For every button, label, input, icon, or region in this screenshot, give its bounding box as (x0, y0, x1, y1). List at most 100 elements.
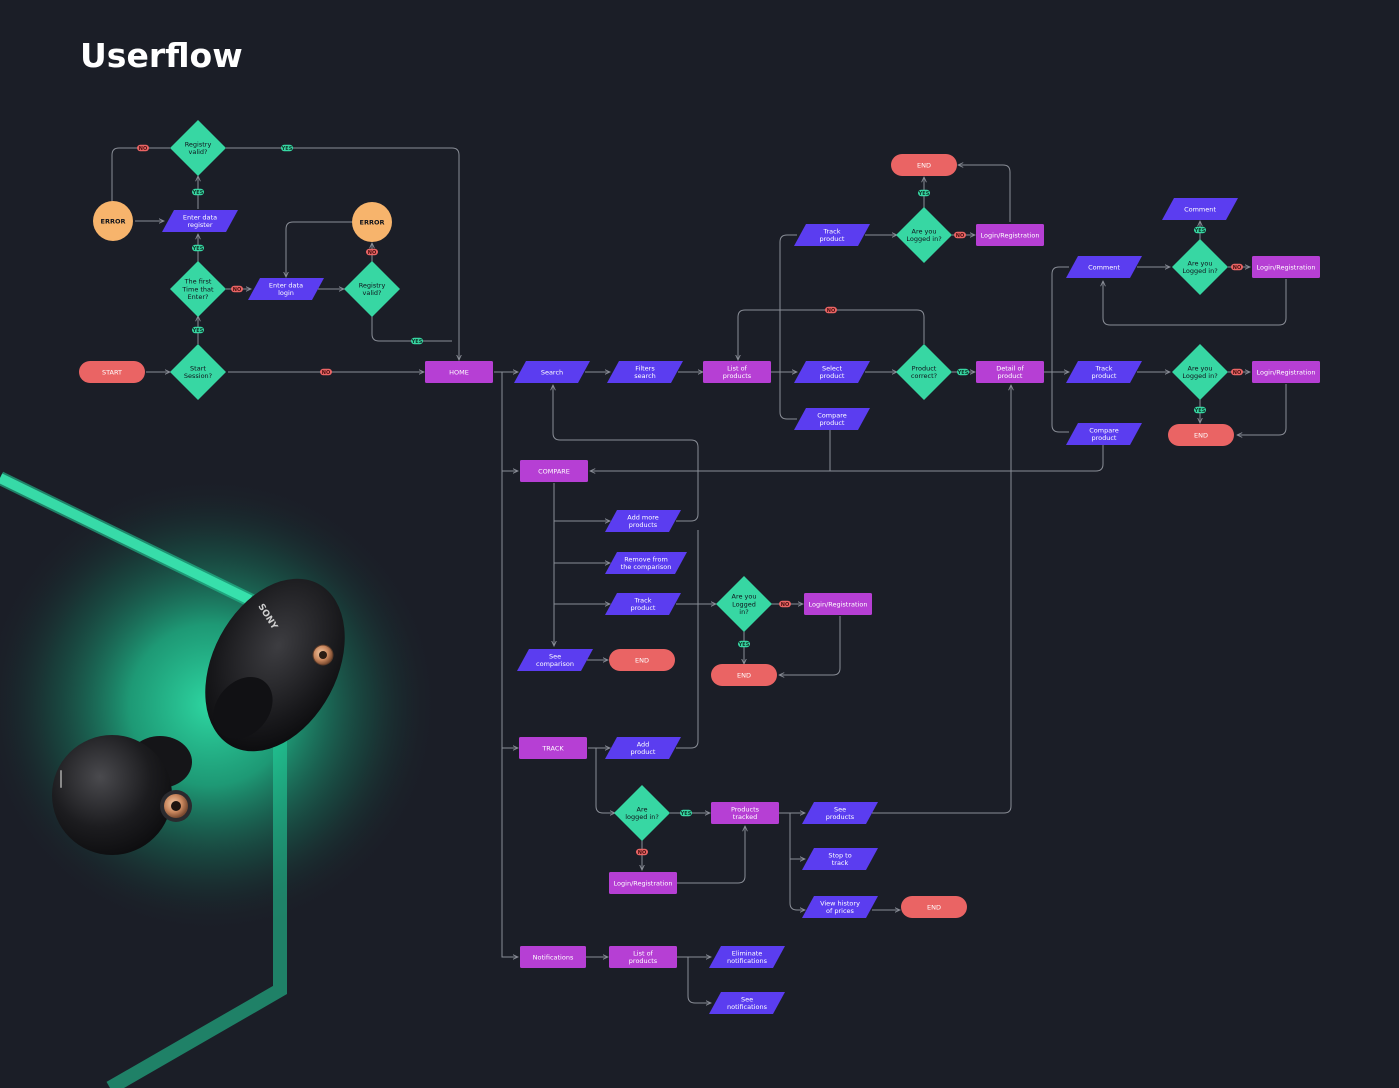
node-label: of prices (826, 907, 855, 915)
node-label: correct? (911, 372, 937, 380)
no-badge: NO (231, 285, 243, 293)
node-label: TRACK (541, 744, 564, 752)
yes-badge-label: YES (738, 642, 750, 648)
node-label: Filters (635, 365, 655, 373)
no-badge: NO (1231, 368, 1243, 376)
node-label: login (278, 289, 294, 297)
node-label: HOME (449, 368, 469, 376)
node-label: product (997, 372, 1022, 380)
connectors (111, 147, 1287, 1003)
node-label: Track (822, 228, 840, 236)
node-label: notifications (727, 957, 768, 965)
no-badge: NO (320, 368, 332, 376)
node-label: Add (637, 741, 650, 749)
node-label: search (634, 372, 656, 380)
yes-badge: YES (918, 189, 930, 197)
node-label: comparison (536, 660, 574, 668)
node-label: ERROR (101, 217, 126, 225)
node-error-1: ERROR (93, 201, 133, 241)
yes-badge-label: YES (192, 328, 204, 334)
node-label: Comment (1088, 263, 1120, 271)
no-badge: NO (366, 248, 378, 256)
yes-badge-label: YES (411, 339, 423, 345)
node-label: track (832, 859, 849, 867)
node-label: END (635, 656, 649, 664)
node-label: Search (541, 368, 563, 376)
node-label: Login/Registration (809, 600, 868, 608)
node-notifications: Notifications (520, 946, 586, 968)
no-badge: NO (779, 600, 791, 608)
node-comment-2: Comment (1162, 198, 1238, 220)
node-label: Product (912, 365, 937, 373)
no-badge-label: NO (956, 233, 964, 239)
node-compare: COMPARE (520, 460, 588, 482)
node-login-reg-3: Login/Registration (1252, 361, 1320, 383)
node-login-reg-1: Login/Registration (976, 224, 1044, 246)
node-label: Stop to (828, 852, 851, 860)
node-label: logged in? (625, 813, 659, 821)
node-label: Registry (359, 282, 386, 290)
node-login-reg-4: Login/Registration (804, 593, 872, 615)
node-end-1: END (891, 154, 957, 176)
node-label: See (549, 653, 561, 661)
node-label: tracked (733, 813, 757, 821)
yes-badge: YES (680, 809, 692, 817)
node-label: END (737, 671, 751, 679)
yes-badge-label: YES (680, 811, 692, 817)
node-label: the comparison (621, 563, 672, 571)
node-label: Logged (732, 600, 756, 608)
node-label: Login/Registration (1257, 263, 1316, 271)
node-label: Eliminate (732, 950, 763, 958)
yes-badge-label: YES (1194, 228, 1206, 234)
yes-badge: YES (281, 144, 293, 152)
node-label: Login/Registration (1257, 368, 1316, 376)
node-label: in? (739, 608, 748, 616)
node-label: Add more (627, 514, 659, 522)
node-label: View history (820, 900, 860, 908)
node-label: product (1091, 434, 1116, 442)
yes-badge: YES (1194, 406, 1206, 414)
node-label: register (187, 221, 212, 229)
node-label: Comment (1184, 205, 1216, 213)
node-label: Logged in? (1182, 372, 1217, 380)
no-badge: NO (636, 848, 648, 856)
yes-badge-label: YES (918, 191, 930, 197)
node-label: product (630, 604, 655, 612)
node-label: END (917, 161, 931, 169)
node-label: Registry (185, 141, 212, 149)
yes-badge-label: YES (281, 146, 293, 152)
no-badge-label: NO (638, 850, 646, 856)
decision-badges: YES NO YES YES NO YES NO YES NO YES NO NO YES YES NO NO… (137, 144, 1243, 856)
node-login-reg-5: Login/Registration (609, 872, 677, 894)
node-label: products (723, 372, 752, 380)
node-label: products (629, 521, 658, 529)
yes-badge: YES (192, 244, 204, 252)
node-label: Time that (181, 285, 214, 293)
node-label: Enter data (183, 214, 217, 222)
node-login-reg-2: Login/Registration (1252, 256, 1320, 278)
no-badge-label: NO (827, 308, 835, 314)
no-badge: NO (954, 231, 966, 239)
node-end-2: END (1168, 424, 1234, 446)
node-label: product (819, 372, 844, 380)
node-end-5: END (901, 896, 967, 918)
node-label: Enter? (188, 293, 209, 301)
